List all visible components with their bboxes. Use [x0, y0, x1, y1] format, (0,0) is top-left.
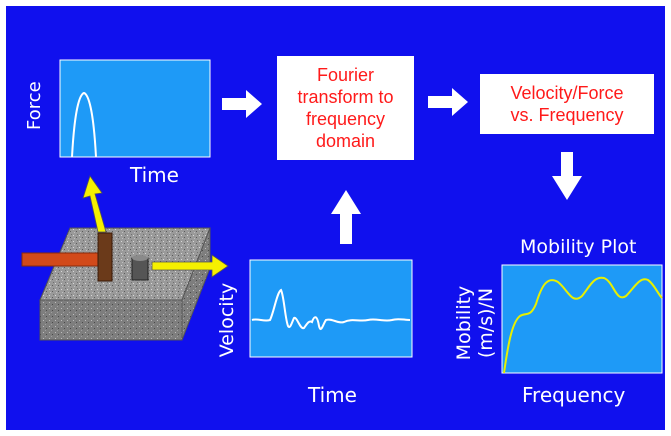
- mobility-curve: [503, 276, 663, 374]
- arrow-right-1: [222, 90, 262, 118]
- fourier-box-line: transform to: [297, 87, 394, 107]
- fourier-box-line: frequency: [305, 109, 386, 129]
- arrow-up: [331, 190, 361, 244]
- velocity-signal-curve: [251, 288, 411, 330]
- fourier-box-line: Fourier: [316, 65, 374, 85]
- mobility-plot: [501, 264, 663, 374]
- force-pulse-curve: [71, 91, 97, 158]
- mobility-axis-label-line1: Mobility: [453, 285, 475, 361]
- mobility-axis-label-line2: (m/s)/N: [475, 287, 497, 359]
- velocity-force-box: Velocity/Force vs. Frequency: [480, 74, 654, 134]
- velocity-force-box-line: Velocity/Force: [510, 83, 624, 103]
- velocity-axis-label: Velocity: [216, 282, 238, 358]
- force-plot: [59, 59, 211, 158]
- yellow-arrow-up: [82, 175, 107, 233]
- time-axis-label-top: Time: [130, 163, 179, 187]
- test-block-icon: [39, 227, 211, 341]
- velocity-plot: [249, 259, 413, 358]
- mobility-axis-label: Mobility (m/s)/N: [453, 265, 499, 381]
- yellow-arrow-right: [151, 254, 229, 278]
- hammer-icon: [21, 232, 113, 282]
- arrow-down: [552, 152, 582, 200]
- fourier-transform-box: Fourier transform to frequency domain: [277, 56, 414, 160]
- fourier-box-line: domain: [315, 131, 376, 151]
- frequency-axis-label: Frequency: [522, 383, 626, 407]
- arrow-right-2: [428, 88, 468, 116]
- mobility-plot-title: Mobility Plot: [520, 236, 637, 258]
- time-axis-label-bottom: Time: [308, 383, 357, 407]
- accelerometer-icon: [131, 255, 149, 281]
- force-axis-label: Force: [24, 81, 45, 130]
- velocity-force-box-line: vs. Frequency: [510, 105, 624, 125]
